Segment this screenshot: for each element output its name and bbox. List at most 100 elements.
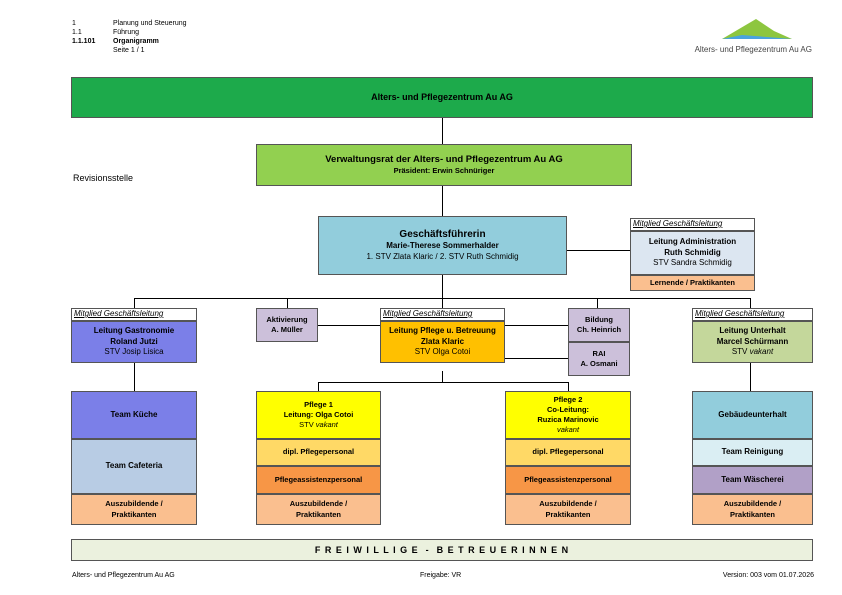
doc-codes: 1 1.1 1.1.101	[72, 19, 112, 46]
pflege1-dipl-box: dipl. Pflegepersonal	[256, 439, 381, 466]
connector	[442, 371, 443, 382]
connector	[442, 186, 443, 216]
pflege2-dipl-box: dipl. Pflegepersonal	[505, 439, 631, 466]
pflege1-assist-box: Pflegeassistenzpersonal	[256, 466, 381, 494]
team-cafeteria-box: Team Cafeteria	[71, 439, 197, 494]
org-top-box: Alters- und Pflegezentrum Au AG	[71, 77, 813, 118]
unterhalt-azubi-box: Auszubildende / Praktikanten	[692, 494, 813, 525]
connector	[287, 298, 288, 308]
azubi-line-2: Praktikanten	[111, 509, 157, 519]
connector	[568, 382, 569, 391]
gastro-tag: Mitglied Geschäftsleitung	[71, 308, 197, 321]
admin-name: Ruth Schmidig	[664, 247, 721, 257]
gastro-stv: STV Josip Lisica	[104, 347, 164, 357]
bildung-box: Bildung Ch. Heinrich	[568, 308, 630, 342]
team-reinigung-box: Team Reinigung	[692, 439, 813, 466]
gastro-box: Leitung Gastronomie Roland Jutzi STV Jos…	[71, 321, 197, 363]
gastro-name: Roland Jutzi	[110, 336, 158, 346]
pflege-tag: Mitglied Geschäftsleitung	[380, 308, 505, 321]
revision-label: Revisionsstelle	[73, 173, 134, 183]
gastro-role: Leitung Gastronomie	[93, 325, 175, 335]
admin-sub-box: Lernende / Praktikanten	[630, 275, 755, 291]
connector	[318, 382, 568, 383]
admin-box: Leitung Administration Ruth Schmidig STV…	[630, 231, 755, 275]
azubi-line-1: Auszubildende /	[539, 499, 597, 509]
unterhalt-stv-prefix: STV	[731, 347, 750, 357]
pflege-stv: STV Olga Cotoi	[414, 347, 471, 357]
pflege1-stv: STV vakant	[299, 420, 338, 430]
ceo-title: Geschäftsführerin	[399, 228, 486, 240]
connector	[134, 298, 751, 299]
gastro-azubi-box: Auszubildende / Praktikanten	[71, 494, 197, 525]
bildung-title: Bildung	[585, 314, 613, 324]
azubi-line-1: Auszubildende /	[723, 499, 782, 509]
admin-tag: Mitglied Geschäftsleitung	[630, 218, 755, 231]
team-waescherei-box: Team Wäscherei	[692, 466, 813, 494]
code-2: 1.1	[72, 29, 82, 36]
ceo-deputies: 1. STV Zlata Klaric / 2. STV Ruth Schmid…	[366, 252, 519, 262]
aktivierung-title: Aktivierung	[266, 314, 308, 324]
pflege-name: Zlata Klaric	[420, 336, 465, 346]
azubi-line-2: Praktikanten	[295, 509, 342, 519]
aktivierung-box: Aktivierung A. Müller	[256, 308, 318, 342]
rai-title: RAI	[592, 348, 606, 358]
footer-center: Freigabe: VR	[420, 572, 462, 579]
pflege1-stv-value: vakant	[315, 420, 338, 430]
unterhalt-box: Leitung Unterhalt Marcel Schürmann STV v…	[692, 321, 813, 363]
board-president: Präsident: Erwin Schnüriger	[393, 166, 495, 176]
connector	[134, 362, 135, 391]
title-1: Planung und Steuerung	[113, 20, 187, 27]
unterhalt-stv-value: vakant	[749, 347, 774, 357]
bildung-name: Ch. Heinrich	[576, 325, 622, 334]
doc-titles: Planung und Steuerung Führung Organigram…	[113, 19, 243, 55]
footer-left: Alters- und Pflegezentrum Au AG	[72, 572, 175, 579]
aktivierung-name: A. Müller	[271, 325, 303, 334]
connector	[505, 358, 568, 359]
unterhalt-stv: STV vakant	[732, 347, 773, 358]
unterhalt-name: Marcel Schürmann	[716, 336, 789, 346]
pflege2-stv: vakant	[556, 425, 580, 435]
gebaeude-box: Gebäudeunterhalt	[692, 391, 813, 439]
connector	[750, 362, 751, 391]
page-number: Seite 1 / 1	[113, 47, 145, 54]
pflege2-lead-label: Co-Leitung:	[546, 404, 590, 414]
pflege2-lead: Ruzica Marinovic	[537, 415, 599, 424]
unterhalt-tag: Mitglied Geschäftsleitung	[692, 308, 813, 321]
pflege2-box: Pflege 2 Co-Leitung: Ruzica Marinovic va…	[505, 391, 631, 439]
ceo-name: Marie-Therese Sommerhalder	[386, 241, 499, 251]
board-box: Verwaltungsrat der Alters- und Pflegezen…	[256, 144, 632, 186]
rai-box: RAI A. Osmani	[568, 342, 630, 376]
pflege2-title: Pflege 2	[553, 394, 583, 404]
freiwillige-box: F R E I W I L L I G E - B E T R E U E R …	[71, 539, 813, 561]
footer-right: Version: 003 vom 01.07.2026	[722, 572, 814, 579]
connector	[505, 325, 568, 326]
connector	[517, 250, 630, 251]
pflege-role: Leitung Pflege u. Betreuung	[389, 325, 496, 335]
code-1: 1	[72, 20, 76, 27]
pflege1-lead: Leitung: Olga Cotoi	[283, 409, 354, 419]
unterhalt-role: Leitung Unterhalt	[719, 325, 786, 335]
connector	[318, 382, 319, 391]
board-title: Verwaltungsrat der Alters- und Pflegezen…	[325, 153, 563, 165]
title-3: Organigramm	[113, 38, 159, 45]
admin-stv: STV Sandra Schmidig	[653, 258, 732, 268]
pflege2-azubi-box: Auszubildende / Praktikanten	[505, 494, 631, 525]
admin-role: Leitung Administration	[648, 236, 737, 246]
azubi-line-1: Auszubildende /	[289, 499, 348, 509]
logo-text: Alters- und Pflegezentrum Au AG	[694, 45, 812, 54]
team-kueche-box: Team Küche	[71, 391, 197, 439]
pflege2-assist-box: Pflegeassistenzpersonal	[505, 466, 631, 494]
connector	[597, 298, 598, 308]
connector	[442, 117, 443, 144]
rai-name: A. Osmani	[580, 359, 618, 368]
azubi-line-1: Auszubildende /	[105, 499, 163, 509]
title-2: Führung	[113, 29, 140, 36]
logo-icon	[722, 19, 792, 39]
connector	[318, 325, 381, 326]
azubi-line-2: Praktikanten	[729, 509, 776, 519]
code-3: 1.1.101	[72, 38, 96, 45]
ceo-box: Geschäftsführerin Marie-Therese Sommerha…	[318, 216, 567, 275]
pflege1-title: Pflege 1	[304, 399, 333, 409]
pflege1-stv-prefix: STV	[299, 420, 316, 430]
azubi-line-2: Praktikanten	[545, 509, 591, 519]
